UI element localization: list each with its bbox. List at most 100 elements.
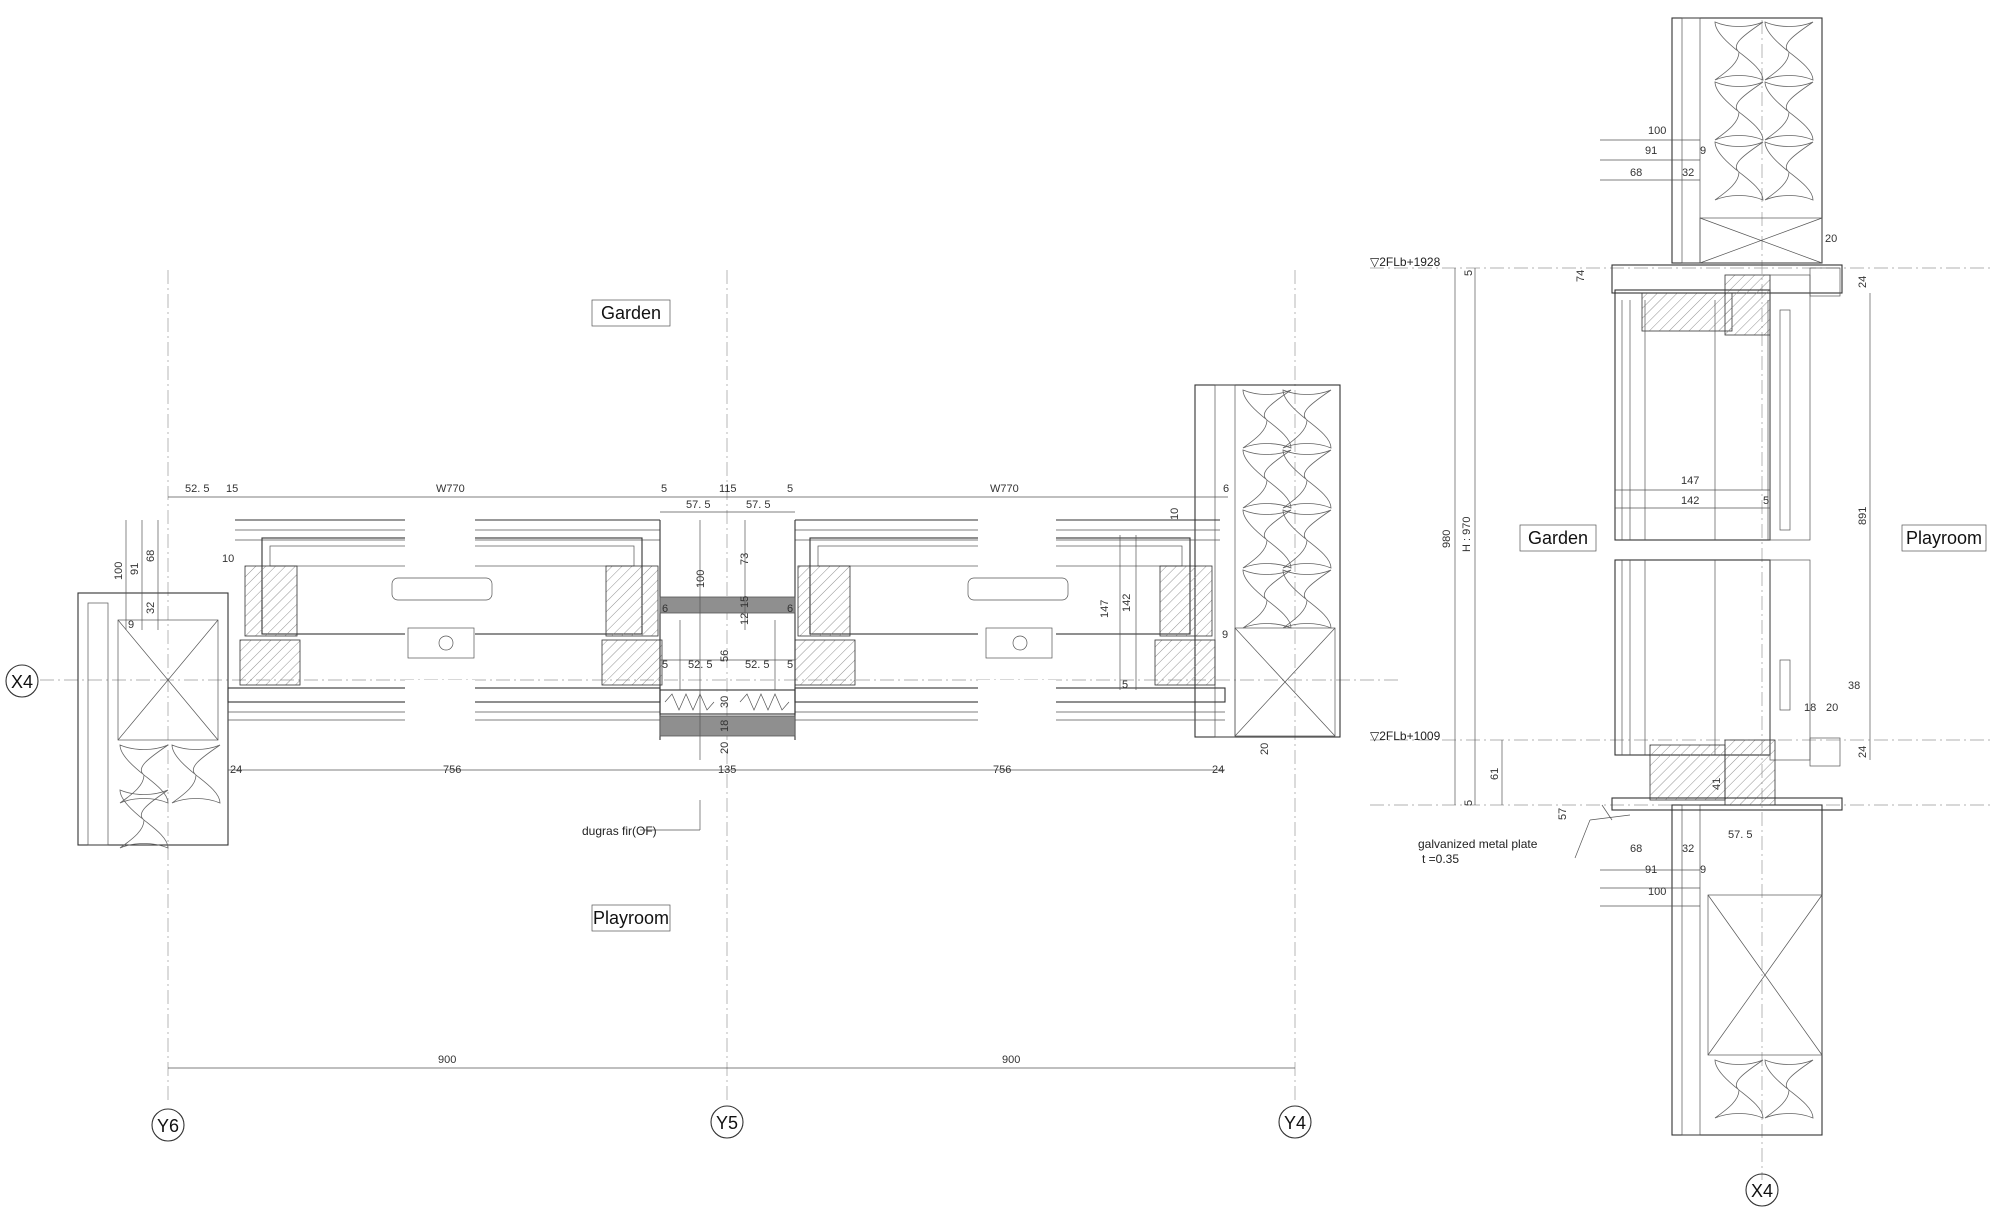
- dim-text: 20: [1825, 233, 1837, 245]
- dim-text: 68: [145, 550, 157, 562]
- dim-text: 142: [1681, 495, 1699, 507]
- grid-mark-x4-section: X4: [1745, 1173, 1779, 1207]
- grid-mark-label: Y6: [157, 1116, 179, 1136]
- dim-text: 91: [129, 563, 141, 575]
- dim-text: 20: [719, 742, 731, 754]
- grid-mark-label: Y4: [1284, 1113, 1306, 1133]
- room-label-box: [1901, 524, 1987, 552]
- dim-text: 30: [719, 696, 731, 708]
- window-frame-section: [1601, 264, 1843, 821]
- pull-handle-icon: [967, 577, 1069, 601]
- insulation-icon: [1282, 569, 1332, 629]
- dim-text: 10: [222, 553, 234, 565]
- dim-text: 9: [1700, 145, 1706, 157]
- fir-block-bottom: [659, 715, 796, 737]
- dim-text: 52. 5: [745, 659, 769, 671]
- dim-text: 147: [1681, 475, 1699, 487]
- dim-text: 91: [1645, 145, 1657, 157]
- lock-icon: [407, 627, 475, 659]
- insulation-icon: [171, 744, 221, 804]
- dim-text: 900: [1002, 1054, 1020, 1066]
- dim-text: 73: [739, 553, 751, 565]
- insulation-icon: [1764, 141, 1814, 201]
- room-label-box: [1519, 524, 1597, 552]
- grid-mark-label: Y5: [716, 1113, 738, 1133]
- dim-text: 41: [1711, 778, 1723, 790]
- insulation-icon: [1282, 509, 1332, 569]
- dim-text: 74: [1575, 270, 1587, 282]
- dim-text: 18: [1804, 702, 1816, 714]
- fir-block-top: [659, 596, 796, 614]
- dim-text: 20: [1826, 702, 1838, 714]
- dim-text: W770: [990, 483, 1019, 495]
- insulation-icon: [1714, 1059, 1764, 1119]
- insulation-icon: [1764, 21, 1814, 81]
- dim-text: 20: [1259, 743, 1271, 755]
- grid-mark-x4-plan: X4: [5, 664, 39, 698]
- grid-mark-label: X4: [1751, 1181, 1773, 1201]
- dim-text: 6: [662, 603, 668, 615]
- room-label-garden: Garden: [1528, 528, 1588, 548]
- section-view: 100 91 9 68 32 20 24 5 74 980 H : 970 89…: [1370, 17, 1990, 1207]
- dim-text: 15: [226, 483, 238, 495]
- dim-text: 57. 5: [1728, 829, 1752, 841]
- grid-mark-y4: Y4: [1278, 1105, 1312, 1139]
- upper-wall: [1671, 17, 1823, 264]
- dim-text: 5: [1463, 800, 1475, 806]
- dim-text: 15: [739, 596, 751, 608]
- dim-text: 9: [1222, 629, 1228, 641]
- room-label-box: [591, 299, 671, 327]
- insulation-icon: [1714, 21, 1764, 81]
- grid-mark-y6: Y6: [151, 1108, 185, 1142]
- left-wall: [77, 592, 229, 849]
- dim-text: 52. 5: [185, 483, 209, 495]
- dim-text: 61: [1489, 768, 1501, 780]
- dim-text: 5: [661, 483, 667, 495]
- section-dimension-lines: [1454, 139, 1871, 907]
- dim-text: 32: [145, 602, 157, 614]
- plan-dimension-texts: 52. 5 15 W770 5 115 5 W770 6 57. 5 57. 5…: [113, 483, 1271, 1066]
- pull-handle-icon: [391, 577, 493, 601]
- dim-text: H : 970: [1461, 517, 1473, 552]
- lock-bar-icon: [1779, 309, 1791, 531]
- dim-text: 100: [1648, 886, 1666, 898]
- dim-text: 32: [1682, 167, 1694, 179]
- dim-text: 980: [1441, 530, 1453, 548]
- dim-text: 100: [1648, 125, 1666, 137]
- dim-text: 756: [993, 764, 1011, 776]
- right-wall: [1194, 384, 1341, 738]
- lock-icon: [985, 627, 1053, 659]
- insulation-icon: [1764, 81, 1814, 141]
- dim-text: 756: [443, 764, 461, 776]
- fir-note: dugras fir(OF): [582, 824, 657, 838]
- dim-text: 68: [1630, 167, 1642, 179]
- insulation-icon: [1242, 389, 1292, 449]
- dim-text: 52. 5: [688, 659, 712, 671]
- dim-text: 5: [787, 659, 793, 671]
- dim-text: 5: [1763, 495, 1769, 507]
- lower-wall: [1671, 804, 1823, 1136]
- dim-text: 9: [1700, 864, 1706, 876]
- dim-text: 24: [1212, 764, 1224, 776]
- level-upper: ▽2FLb+1928: [1370, 255, 1441, 269]
- dim-text: 100: [695, 570, 707, 588]
- dim-text: 24: [1857, 746, 1869, 758]
- dim-text: 56: [719, 650, 731, 662]
- dim-text: 68: [1630, 843, 1642, 855]
- insulation-icon: [1282, 389, 1332, 449]
- room-label-garden: Garden: [601, 303, 661, 323]
- dim-text: 100: [113, 562, 125, 580]
- room-label-box: [591, 904, 671, 932]
- insulation-icon: [1242, 509, 1292, 569]
- dim-text: 9: [128, 619, 134, 631]
- dim-text: 10: [1169, 508, 1181, 520]
- dim-text: 57. 5: [746, 499, 770, 511]
- insulation-icon: [1714, 81, 1764, 141]
- plan-view: 52. 5 15 W770 5 115 5 W770 6 57. 5 57. 5…: [5, 270, 1400, 1142]
- dim-text: 6: [1223, 483, 1229, 495]
- dim-text: 900: [438, 1054, 456, 1066]
- center-mullion: [659, 520, 796, 740]
- dim-text: 32: [1682, 843, 1694, 855]
- dim-text: 24: [1857, 276, 1869, 288]
